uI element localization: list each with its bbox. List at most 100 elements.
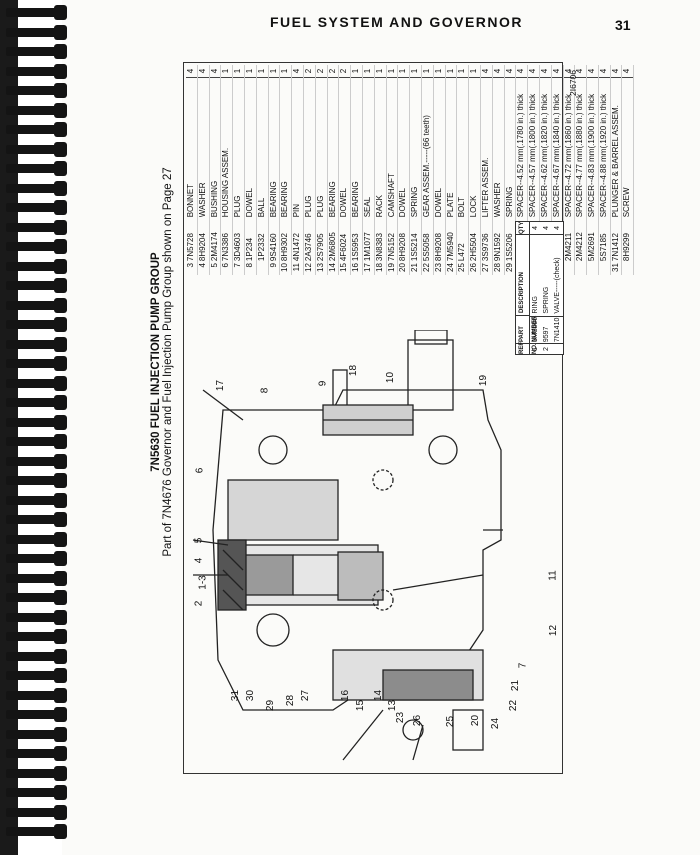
- callout-number: 17: [215, 379, 227, 392]
- small-table-row: 7N1410 VALVE-----(check) 4: [552, 222, 563, 354]
- row-part: 1M1077: [362, 232, 372, 262]
- spiral-binding: [0, 0, 67, 855]
- row-ref: 29: [504, 263, 514, 272]
- row-qty: 4: [539, 65, 551, 78]
- row-part: 2S7905: [315, 233, 325, 262]
- row-part: 3S9736: [480, 233, 490, 262]
- row-part: 7N5152: [386, 233, 396, 262]
- binding-ring: [6, 122, 67, 137]
- figure-caption: 7N5630 FUEL INJECTION PUMP GROUP Part of…: [150, 127, 174, 597]
- callout-number: 18: [348, 364, 360, 377]
- row-part: 8H9208: [398, 233, 408, 262]
- binding-ring: [6, 824, 67, 839]
- row-description: PLATE: [445, 192, 455, 218]
- row-description: SPACER--4.83 mm(.1900 in.) thick: [587, 93, 597, 218]
- row-ref: 23: [433, 263, 443, 272]
- binding-ring: [6, 531, 67, 547]
- row-description: SPACER--4.77 mm(.1880 in.) thick: [575, 93, 585, 218]
- row-ref: 11: [292, 263, 302, 272]
- callout-number: 11: [547, 570, 559, 581]
- row-description: SCREW: [622, 187, 632, 218]
- small-parts-table: REF NO. PART NUMBER DESCRIPTION QTY 1 1M…: [515, 221, 564, 355]
- row-ref: 5: [209, 263, 219, 268]
- binding-ring: [6, 648, 67, 664]
- callout-number: 16: [340, 689, 352, 702]
- row-qty: 1: [233, 65, 244, 78]
- row-part: 2A3746: [303, 233, 313, 262]
- small-table-header: REF NO. PART NUMBER DESCRIPTION QTY: [516, 222, 538, 354]
- row-qty: 4: [186, 65, 197, 78]
- row-part: 5M2691: [587, 232, 597, 262]
- row-part: 1S5214: [410, 233, 420, 262]
- row-qty: 1: [256, 65, 268, 78]
- binding-ring: [6, 200, 67, 215]
- row-ref: 18: [374, 263, 384, 272]
- row-ref: [552, 343, 563, 354]
- row-description: PIN: [292, 203, 302, 218]
- row-ref: 24: [445, 263, 455, 272]
- callout-number: 28: [285, 694, 297, 707]
- row-ref: 25: [457, 263, 467, 272]
- row-part: 2M4211: [563, 232, 573, 262]
- row-part: 2M6805: [327, 232, 337, 262]
- row-qty: 1: [398, 65, 410, 78]
- row-part: 7M5940: [445, 232, 455, 262]
- binding-ring: [6, 24, 67, 40]
- row-part: 2M4174: [209, 232, 219, 262]
- binding-ring: [6, 726, 67, 742]
- binding-ring: [6, 239, 67, 254]
- row-ref: 14: [327, 263, 337, 272]
- row-qty: 4: [543, 225, 550, 230]
- row-part: 1S5206: [504, 233, 514, 262]
- row-qty: 2: [315, 65, 327, 78]
- row-qty: 1: [445, 65, 457, 78]
- row-part: 3D4603: [233, 233, 243, 262]
- binding-ring: [6, 219, 67, 235]
- callout-number: 4: [193, 557, 205, 564]
- callout-number: 8: [259, 387, 271, 394]
- binding-ring: [6, 629, 67, 644]
- row-qty: 4: [292, 65, 303, 78]
- row-description: WASHER: [492, 182, 502, 218]
- callout-number: 25: [445, 715, 457, 728]
- row-part: 9S4160: [268, 233, 278, 262]
- row-qty: 1: [421, 65, 433, 78]
- row-part: 7N1412: [610, 233, 620, 262]
- callout-number: 6: [194, 467, 206, 474]
- row-ref: 16: [351, 263, 361, 272]
- binding-ring: [6, 395, 67, 410]
- row-part: 8H9208: [433, 233, 443, 262]
- callout-number: 23: [395, 711, 407, 724]
- row-ref: 19: [386, 263, 396, 272]
- row-qty: 1: [362, 65, 374, 78]
- row-part: 7N1410: [552, 315, 563, 344]
- callout-number: 30: [245, 689, 257, 702]
- row-qty: 2: [303, 65, 315, 78]
- row-qty: 4: [610, 65, 622, 78]
- row-description: SEAL: [362, 196, 372, 218]
- figure-title: 7N5630 FUEL INJECTION PUMP GROUP: [150, 252, 162, 472]
- small-table-row: 2 9597 SPRING 4: [541, 222, 552, 354]
- row-description: BEARING: [268, 181, 278, 218]
- row-description: DOWEL: [433, 187, 443, 218]
- row-part: 8H9204: [197, 233, 207, 262]
- row-qty: 4: [516, 65, 528, 78]
- binding-edge: [0, 0, 18, 855]
- row-description: PLUG: [303, 195, 313, 218]
- row-ref: [575, 261, 586, 275]
- row-ref: 17: [362, 263, 372, 272]
- binding-ring: [6, 512, 67, 527]
- row-part: 1P2332: [256, 233, 266, 262]
- row-description: PLUNGER & BARREL ASSEM.: [610, 105, 620, 218]
- row-description: BEARING: [327, 181, 337, 218]
